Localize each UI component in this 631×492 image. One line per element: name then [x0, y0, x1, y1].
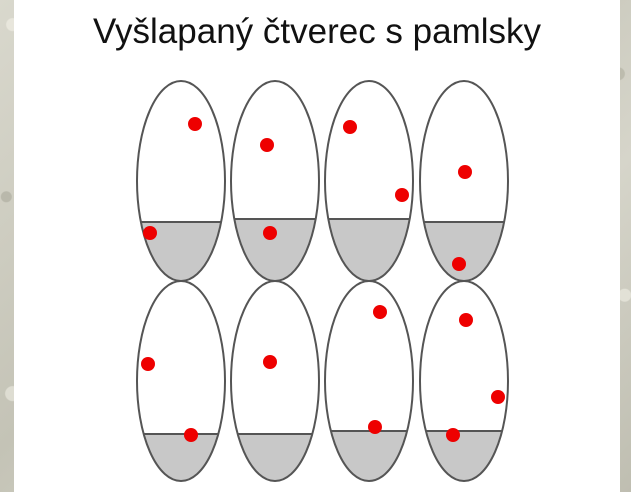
red-dot — [446, 428, 460, 442]
red-dot — [395, 188, 409, 202]
shaded-zone — [137, 434, 225, 481]
ellipse-1 — [136, 80, 226, 282]
red-dot — [452, 257, 466, 271]
ellipse-7 — [324, 280, 414, 482]
ellipse-6 — [230, 280, 320, 482]
ellipse-4 — [419, 80, 509, 282]
red-dot — [458, 165, 472, 179]
ellipse-5 — [136, 280, 226, 482]
red-dot — [143, 226, 157, 240]
red-dot — [188, 117, 202, 131]
ellipse-8 — [419, 280, 509, 482]
red-dot — [491, 390, 505, 404]
red-dot — [343, 120, 357, 134]
red-dot — [141, 357, 155, 371]
slide-title: Vyšlapaný čtverec s pamlsky — [92, 12, 542, 51]
red-dot — [368, 420, 382, 434]
ellipse-3 — [324, 80, 414, 282]
red-dot — [373, 305, 387, 319]
red-dot — [260, 138, 274, 152]
red-dot — [184, 428, 198, 442]
slide: Vyšlapaný čtverec s pamlsky — [14, 0, 620, 492]
shaded-zone — [325, 219, 413, 281]
ellipse-2 — [230, 80, 320, 282]
red-dot — [459, 313, 473, 327]
ellipse-diagram — [136, 80, 509, 482]
red-dot — [263, 355, 277, 369]
shaded-zone — [231, 434, 319, 481]
red-dot — [263, 226, 277, 240]
